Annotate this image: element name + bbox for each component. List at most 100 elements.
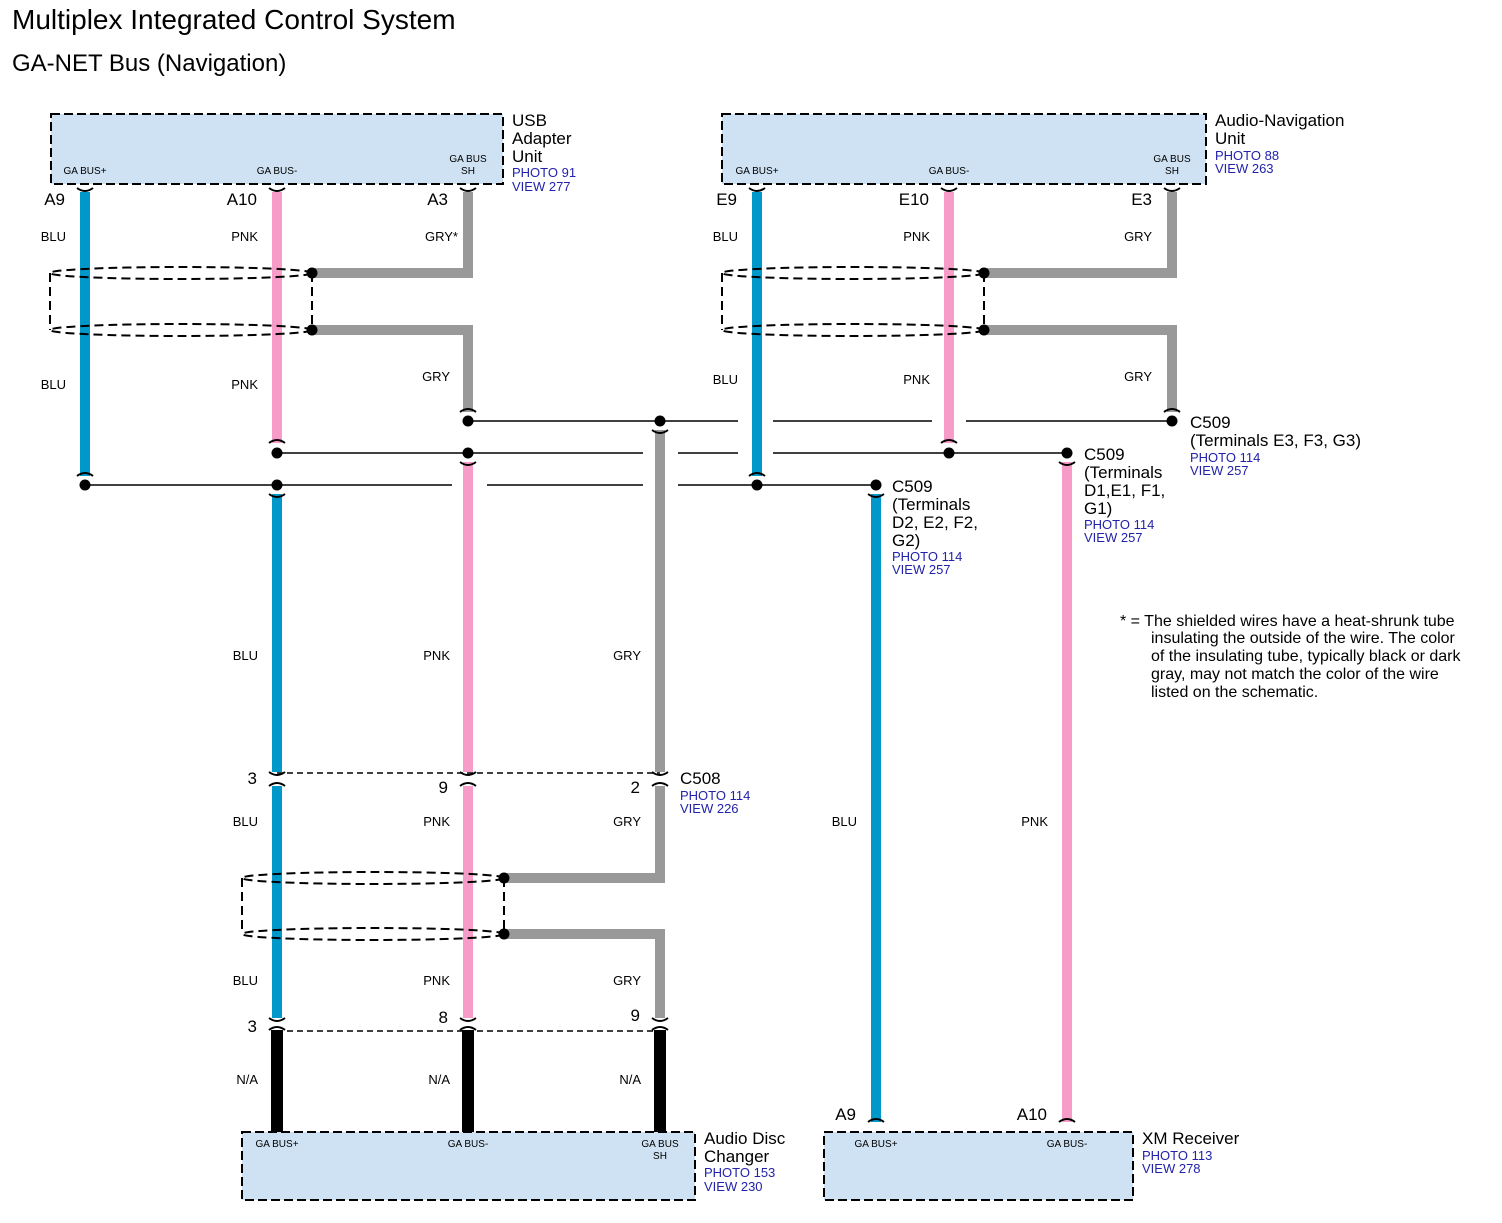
wl-nav-blu-1: BLU bbox=[713, 229, 738, 244]
connector-c509-sh-label: C509 (Terminals E3, F3, G3) PHOTO 114 VI… bbox=[1190, 413, 1361, 478]
nav-terminal-e9: E9 bbox=[716, 190, 737, 209]
c509-pos-photo: PHOTO 114 bbox=[892, 549, 962, 564]
c509-pos-desc-3: G2) bbox=[892, 531, 920, 550]
c509-neg-name: C509 bbox=[1084, 445, 1125, 464]
usb-name-2: Adapter bbox=[512, 129, 572, 148]
usb-terminal-a9: A9 bbox=[44, 190, 65, 209]
connector-c509-pos-label: C509 (Terminals D2, E2, F2, G2) PHOTO 11… bbox=[892, 477, 978, 577]
wl-low-pnk: PNK bbox=[423, 973, 450, 988]
nav-pin-gabus-sh-1: GA BUS bbox=[1153, 154, 1191, 165]
wl-c508-pnk: PNK bbox=[423, 814, 450, 829]
wl-usb-gry-2: GRY bbox=[422, 369, 450, 384]
usb-name-3: Unit bbox=[512, 147, 543, 166]
c509-pos-desc-1: (Terminals bbox=[892, 495, 970, 514]
note-line-5: listed on the schematic. bbox=[1151, 684, 1318, 701]
usb-adapter-unit bbox=[50, 113, 504, 185]
wl-low-gry: GRY bbox=[613, 973, 641, 988]
usb-photo-ref: PHOTO 91 bbox=[512, 165, 576, 180]
wl-usb-blu-1: BLU bbox=[41, 229, 66, 244]
wire-usb-gry-drain bbox=[312, 325, 473, 412]
wire-usb-gry-shield bbox=[312, 192, 473, 278]
c509-neg-view: VIEW 257 bbox=[1084, 530, 1143, 545]
wl-mid-gry: GRY bbox=[613, 648, 641, 663]
nav-name-1: Audio-Navigation bbox=[1215, 111, 1344, 130]
wl-changer-1: N/A bbox=[236, 1072, 258, 1087]
c508-name: C508 bbox=[680, 769, 721, 788]
xm-pin-gabus-pos: GA BUS+ bbox=[854, 1139, 897, 1150]
wl-c508-gry: GRY bbox=[613, 814, 641, 829]
c509-sh-view: VIEW 257 bbox=[1190, 463, 1249, 478]
pin-labels: GA BUS+ GA BUS- GA BUS SH GA BUS+ GA BUS… bbox=[63, 154, 1190, 1162]
wl-nav-blu-2: BLU bbox=[713, 372, 738, 387]
changer-pin-gabus-sh-2: SH bbox=[653, 1151, 667, 1162]
usb-terminal-a3: A3 bbox=[427, 190, 448, 209]
usb-pin-gabus-sh-1: GA BUS bbox=[449, 154, 487, 165]
note-line-4: gray, may not match the color of the wir… bbox=[1151, 666, 1439, 683]
changer-label: Audio Disc Changer PHOTO 153 VIEW 230 bbox=[704, 1129, 786, 1194]
nav-name-2: Unit bbox=[1215, 129, 1246, 148]
usb-pin-gabus-neg: GA BUS- bbox=[257, 166, 298, 177]
usb-terminal-a10: A10 bbox=[227, 190, 257, 209]
c509-sh-desc: (Terminals E3, F3, G3) bbox=[1190, 431, 1361, 450]
xm-pin-gabus-neg: GA BUS- bbox=[1047, 1139, 1088, 1150]
usb-name-1: USB bbox=[512, 111, 547, 130]
note-line-2: insulating the outside of the wire. The … bbox=[1151, 630, 1456, 647]
wl-usb-gry-1: GRY* bbox=[425, 229, 458, 244]
nav-terminal-e3: E3 bbox=[1131, 190, 1152, 209]
c509-pos-desc-2: D2, E2, F2, bbox=[892, 513, 978, 532]
wl-changer-2: N/A bbox=[428, 1072, 450, 1087]
diagram-title: Multiplex Integrated Control System bbox=[12, 4, 456, 35]
changer-name-2: Changer bbox=[704, 1147, 770, 1166]
wire-nav-gry-drain bbox=[984, 325, 1177, 412]
c508-terminal-3: 3 bbox=[248, 769, 257, 788]
wl-nav-pnk-2: PNK bbox=[903, 372, 930, 387]
c508-photo: PHOTO 114 bbox=[680, 788, 750, 803]
changer-name-1: Audio Disc bbox=[704, 1129, 786, 1148]
wire-nav-gry-shield bbox=[984, 192, 1177, 278]
c509-neg-desc-1: (Terminals bbox=[1084, 463, 1162, 482]
changer-terminal-3: 3 bbox=[248, 1017, 257, 1036]
changer-terminal-8: 8 bbox=[439, 1008, 448, 1027]
wl-mid-blu: BLU bbox=[233, 648, 258, 663]
terminal-arcs bbox=[76, 187, 1181, 1123]
usb-view-ref: VIEW 277 bbox=[512, 179, 571, 194]
xm-label: XM Receiver PHOTO 113 VIEW 278 bbox=[1142, 1129, 1240, 1176]
splice-dots bbox=[79, 267, 1178, 940]
nav-pin-gabus-sh-2: SH bbox=[1165, 166, 1179, 177]
terminal-numbers: A9 A10 A3 E9 E10 E3 3 9 2 3 8 9 A9 A10 bbox=[44, 190, 1152, 1124]
wl-nav-gry-1: GRY bbox=[1124, 229, 1152, 244]
audio-disc-changer bbox=[241, 1131, 696, 1201]
xm-view-ref: VIEW 278 bbox=[1142, 1161, 1201, 1176]
c509-sh-photo: PHOTO 114 bbox=[1190, 450, 1260, 465]
wl-usb-blu-2: BLU bbox=[41, 377, 66, 392]
note-line-1: * = The shielded wires have a heat-shrun… bbox=[1120, 613, 1455, 630]
wl-nav-gry-2: GRY bbox=[1124, 369, 1152, 384]
wl-usb-pnk-2: PNK bbox=[231, 377, 258, 392]
wl-mid-pnk: PNK bbox=[423, 648, 450, 663]
wl-nav-pnk-1: PNK bbox=[903, 229, 930, 244]
xm-terminal-a10: A10 bbox=[1017, 1105, 1047, 1124]
c509-sh-name: C509 bbox=[1190, 413, 1231, 432]
changer-photo-ref: PHOTO 153 bbox=[704, 1165, 775, 1180]
wire-low-gry-drain bbox=[504, 929, 665, 1018]
nav-view-ref: VIEW 263 bbox=[1215, 161, 1274, 176]
changer-terminal-9: 9 bbox=[631, 1006, 640, 1025]
wl-usb-pnk-1: PNK bbox=[231, 229, 258, 244]
nav-unit-label: Audio-Navigation Unit PHOTO 88 VIEW 263 bbox=[1215, 111, 1344, 176]
wl-changer-3: N/A bbox=[619, 1072, 641, 1087]
connector-c509-neg-label: C509 (Terminals D1,E1, F1, G1) PHOTO 114… bbox=[1084, 445, 1165, 545]
changer-pin-gabus-sh-1: GA BUS bbox=[641, 1139, 679, 1150]
changer-pin-gabus-pos: GA BUS+ bbox=[255, 1139, 298, 1150]
wl-c508-blu: BLU bbox=[233, 814, 258, 829]
wl-xm-pnk: PNK bbox=[1021, 814, 1048, 829]
usb-unit-label: USB Adapter Unit PHOTO 91 VIEW 277 bbox=[512, 111, 576, 194]
xm-receiver bbox=[823, 1131, 1134, 1201]
wire-low-gry-shield bbox=[504, 786, 665, 883]
c509-neg-desc-2: D1,E1, F1, bbox=[1084, 481, 1165, 500]
nav-photo-ref: PHOTO 88 bbox=[1215, 148, 1279, 163]
xm-photo-ref: PHOTO 113 bbox=[1142, 1148, 1212, 1163]
c509-neg-desc-3: G1) bbox=[1084, 499, 1112, 518]
connector-c508-label: C508 PHOTO 114 VIEW 226 bbox=[680, 769, 750, 816]
diagram-subtitle: GA-NET Bus (Navigation) bbox=[12, 50, 287, 77]
nav-terminal-e10: E10 bbox=[899, 190, 929, 209]
